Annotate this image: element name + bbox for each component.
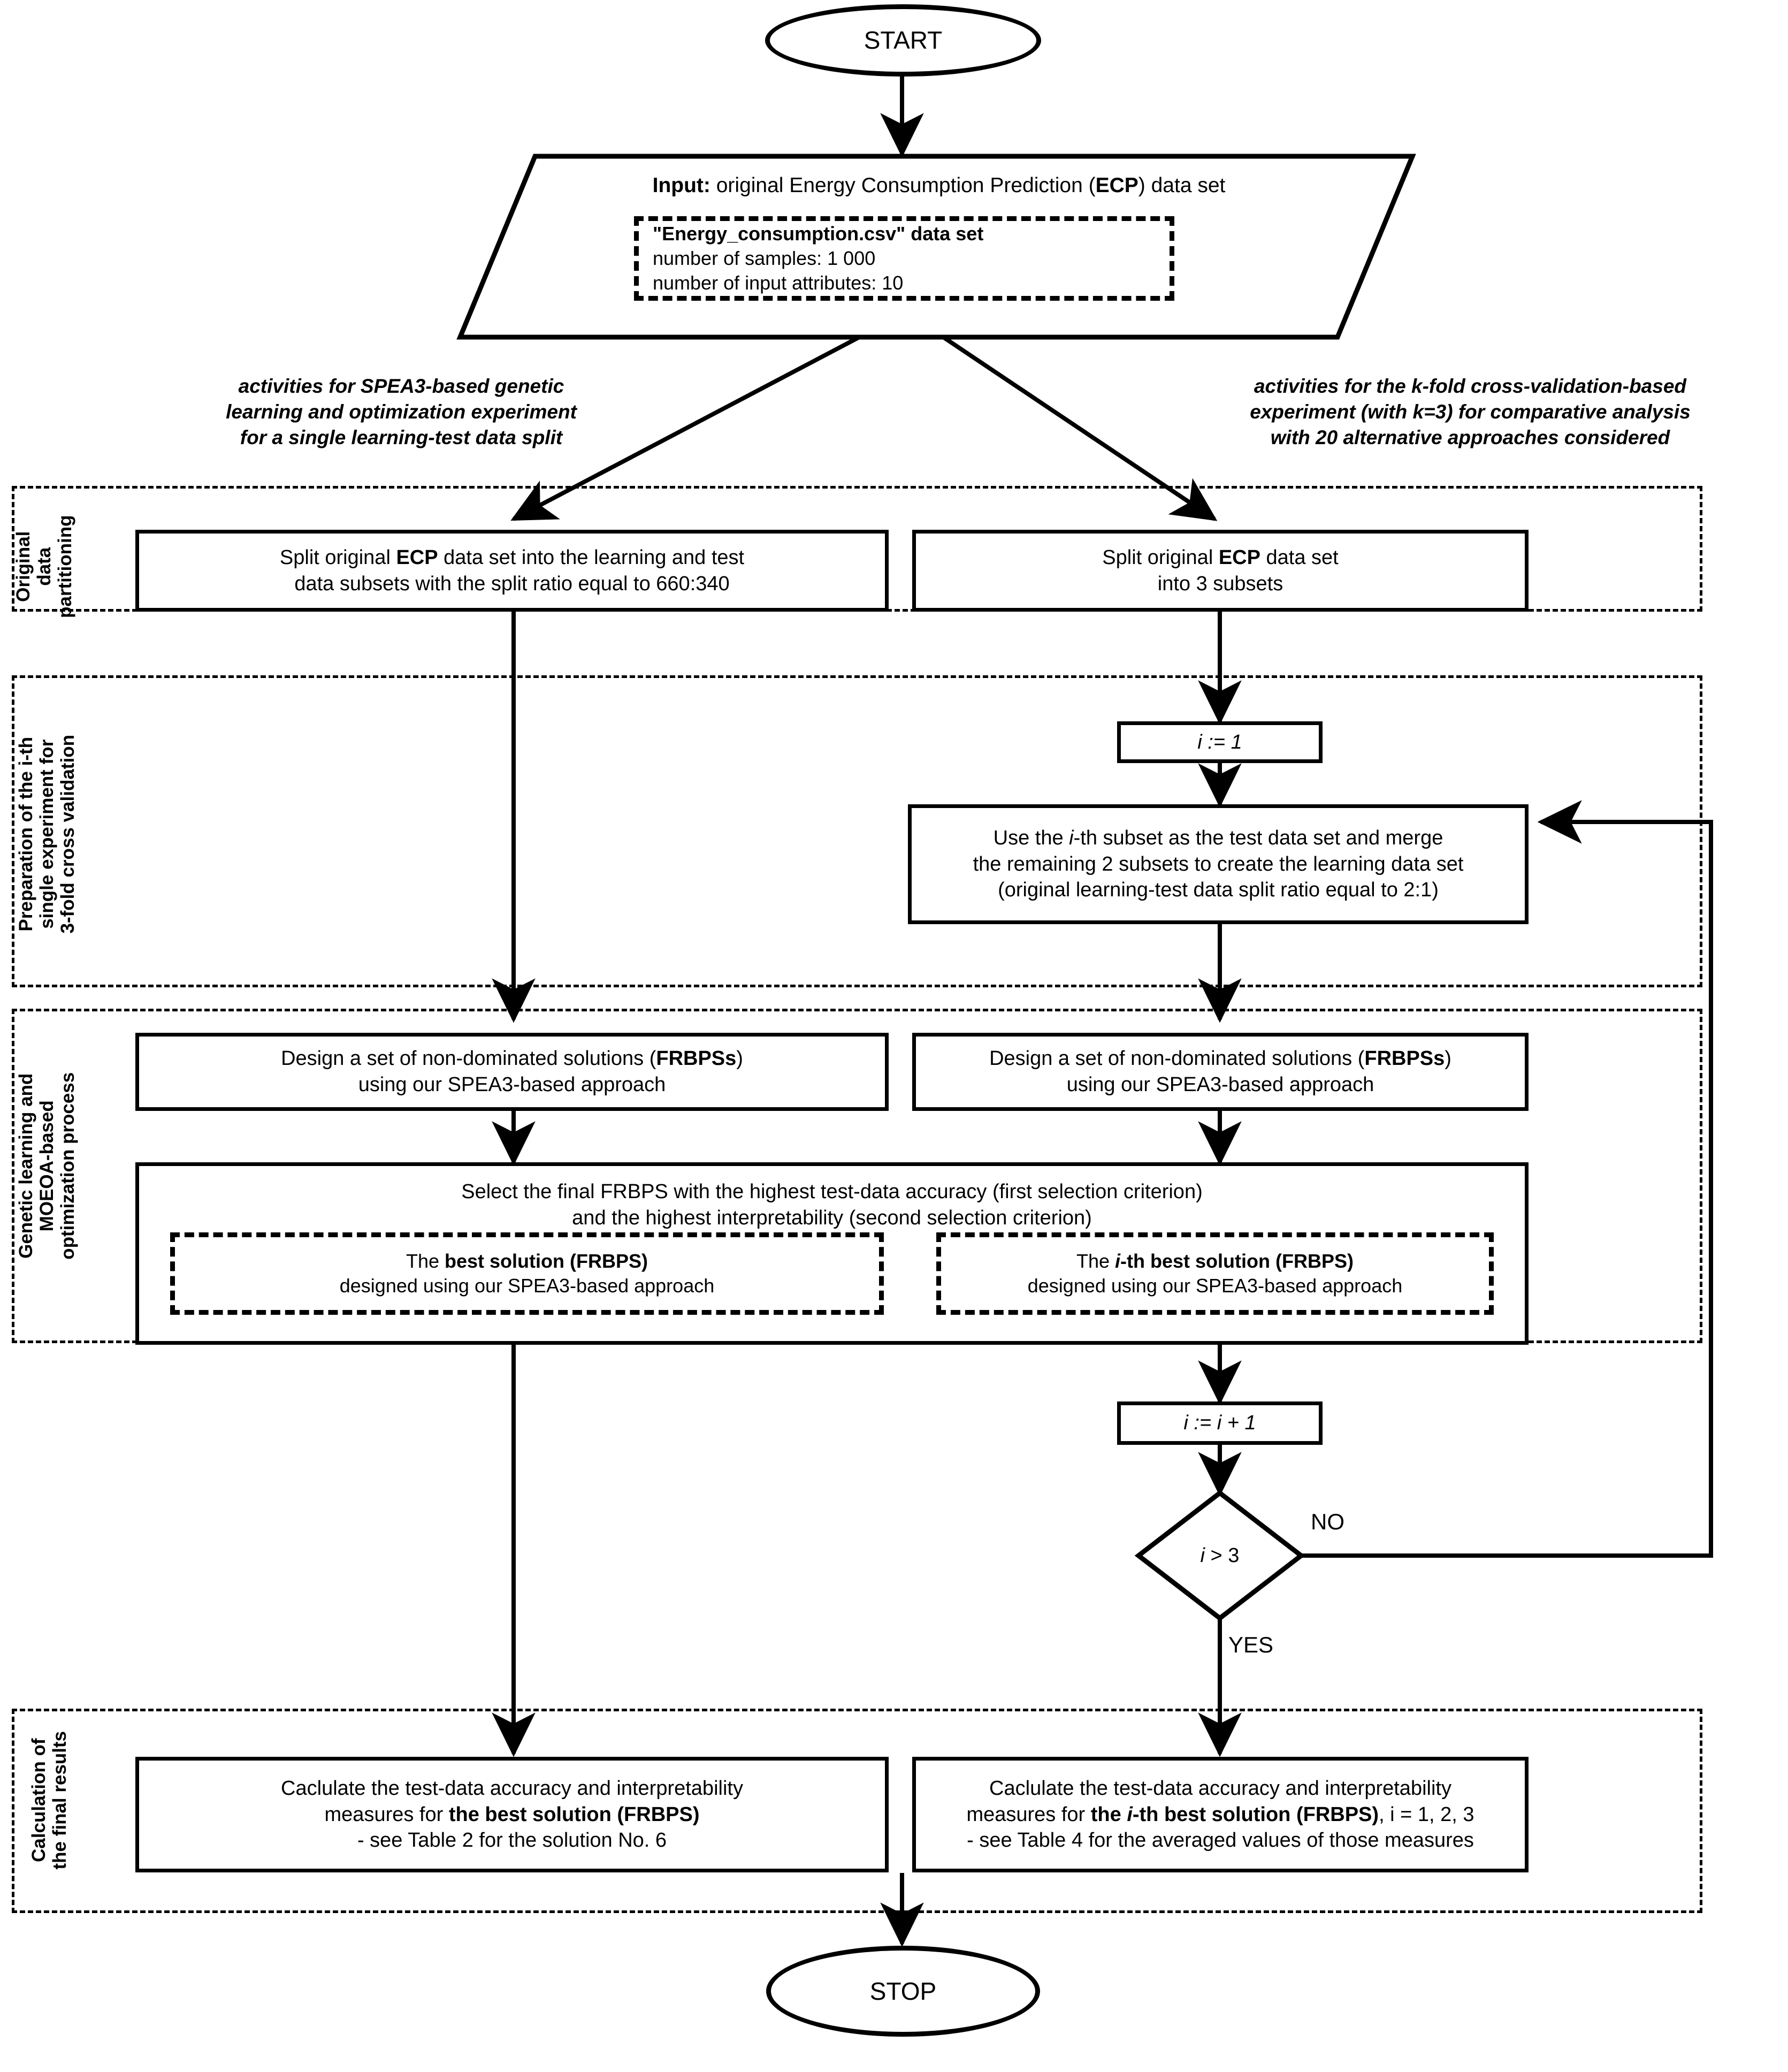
calc-right-line3: - see Table 4 for the averaged values of… [967,1829,1474,1852]
decision-label: i > 3 [1200,1544,1240,1567]
split-right-line1: Split original ECP data set [1102,546,1339,569]
select-line1: Select the final FRBPS with the highest … [461,1180,1203,1203]
outcome-ith-best-solution: The i-th best solution (FRBPS) designed … [936,1232,1494,1315]
outcome-best-solution: The best solution (FRBPS) designed using… [170,1232,884,1315]
input-details-dashed-box: "Energy_consumption.csv" data set number… [634,216,1174,301]
best-solution-line1: The best solution (FRBPS) [406,1250,648,1272]
edge-label-yes: YES [1228,1632,1274,1657]
design-right-line2: using our SPEA3-based approach [1066,1073,1374,1096]
process-increment-i[interactable]: i := i + 1 [1117,1401,1323,1445]
calc-left-line3: - see Table 2 for the solution No. 6 [357,1829,667,1852]
section-calculation-final-results [12,1709,1702,1913]
merge-line3: (original learning-test data split ratio… [998,879,1439,902]
process-design-left[interactable]: Design a set of non-dominated solutions … [135,1033,889,1111]
section-label-preparation-3fold: Preparation of the i-th single experimen… [16,735,79,934]
best-solution-line2: designed using our SPEA3-based approach [339,1275,715,1297]
process-init-i[interactable]: i := 1 [1117,721,1323,763]
section-preparation-3fold [12,675,1702,987]
start-terminal[interactable]: START [765,4,1041,77]
process-split-left[interactable]: Split original ECP data set into the lea… [135,530,889,612]
split-right-line2: into 3 subsets [1157,572,1283,595]
note-left-spea3-experiment: activities for SPEA3-based genetic learn… [226,375,577,449]
process-merge-subsets[interactable]: Use the i-th subset as the test data set… [908,804,1529,924]
section-label-original-data-partitioning: Original data partitioning [13,515,76,619]
note-right-kfold-experiment: activities for the k-fold cross-validati… [1250,375,1691,449]
design-left-line1: Design a set of non-dominated solutions … [281,1047,743,1070]
select-line2: and the highest interpretability (second… [572,1206,1092,1229]
design-right-line1: Design a set of non-dominated solutions … [989,1047,1451,1070]
process-split-right[interactable]: Split original ECP data set into 3 subse… [912,530,1529,612]
input-detail-filename: "Energy_consumption.csv" data set [653,222,984,245]
design-left-line2: using our SPEA3-based approach [358,1073,666,1096]
split-left-line1: Split original ECP data set into the lea… [279,546,745,569]
merge-line1: Use the i-th subset as the test data set… [993,827,1443,850]
section-label-calculation-final-results: Calculation of the final results [28,1731,70,1870]
process-calculate-right[interactable]: Caclulate the test-data accuracy and int… [912,1757,1529,1872]
ith-best-line2: designed using our SPEA3-based approach [1027,1275,1403,1297]
ith-best-line1: The i-th best solution (FRBPS) [1076,1250,1354,1272]
merge-line2: the remaining 2 subsets to create the le… [973,852,1464,875]
calc-left-line2: measures for the best solution (FRBPS) [324,1803,700,1826]
stop-terminal[interactable]: STOP [766,1946,1040,2037]
edge-label-no: NO [1311,1509,1344,1534]
start-label: START [864,26,943,55]
stop-label: STOP [869,1977,937,2005]
split-left-line2: data subsets with the split ratio equal … [294,572,730,595]
increment-i-label: i := i + 1 [1183,1412,1256,1435]
input-detail-samples: number of samples: 1 000 [653,247,876,269]
init-i-label: i := 1 [1197,730,1242,753]
process-design-right[interactable]: Design a set of non-dominated solutions … [912,1033,1529,1111]
section-label-genetic-learning-moeoa: Genetic learning and MOEOA-based optimiz… [16,1072,79,1260]
input-node[interactable]: Input: original Energy Consumption Predi… [465,156,1412,337]
calc-right-line2: measures for the i-th best solution (FRB… [966,1803,1474,1826]
decision-i-greater-than-3[interactable]: i > 3 [1138,1493,1301,1618]
process-calculate-left[interactable]: Caclulate the test-data accuracy and int… [135,1757,889,1872]
input-detail-attributes: number of input attributes: 10 [653,272,904,294]
calc-right-line1: Caclulate the test-data accuracy and int… [989,1777,1451,1800]
calc-left-line1: Caclulate the test-data accuracy and int… [281,1777,743,1800]
input-header: Input: original Energy Consumption Predi… [652,174,1226,197]
